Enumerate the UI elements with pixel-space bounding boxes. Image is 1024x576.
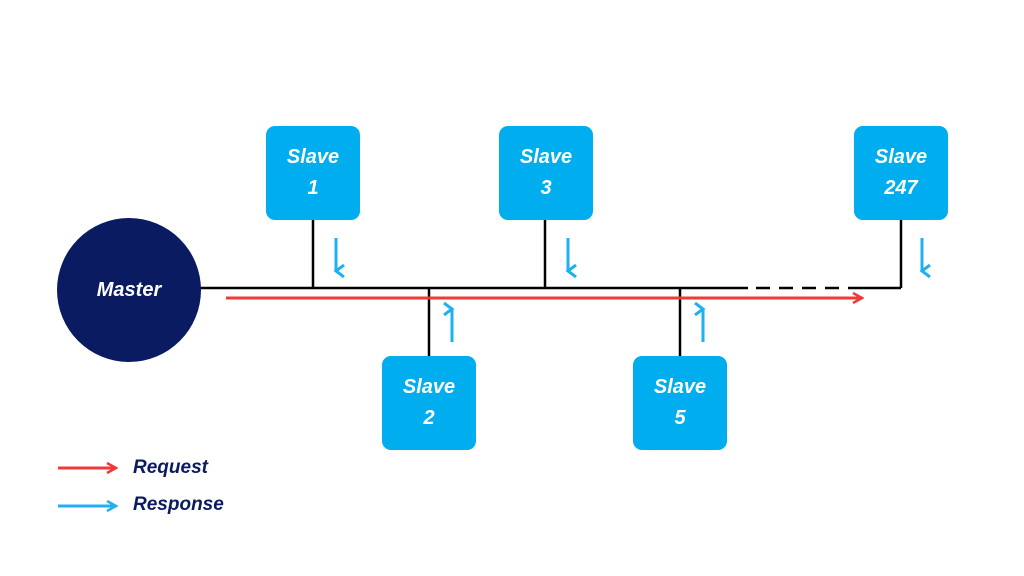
slave-number: 247: [884, 177, 918, 199]
slave-label: Slave: [653, 376, 707, 398]
master-label: Master: [96, 278, 162, 301]
slave-number: 2: [423, 407, 435, 429]
slave-label: Slave: [874, 146, 928, 168]
slave-label: Slave: [402, 376, 456, 398]
slave-node-1: Slave 1: [266, 126, 360, 220]
slave-number: 3: [540, 177, 552, 199]
slave-label: Slave: [519, 146, 573, 168]
slave-number: 1: [307, 177, 319, 199]
master-node: Master: [57, 218, 201, 362]
slave-node-2: Slave 2: [382, 356, 476, 450]
legend-response-label: Response: [133, 494, 224, 515]
legend-request-label: Request: [133, 457, 208, 478]
slave-node-5: Slave 5: [633, 356, 727, 450]
slave-node-247: Slave 247: [854, 126, 948, 220]
slave-node-3: Slave 3: [499, 126, 593, 220]
slave-number: 5: [674, 407, 686, 429]
slave-label: Slave: [286, 146, 340, 168]
